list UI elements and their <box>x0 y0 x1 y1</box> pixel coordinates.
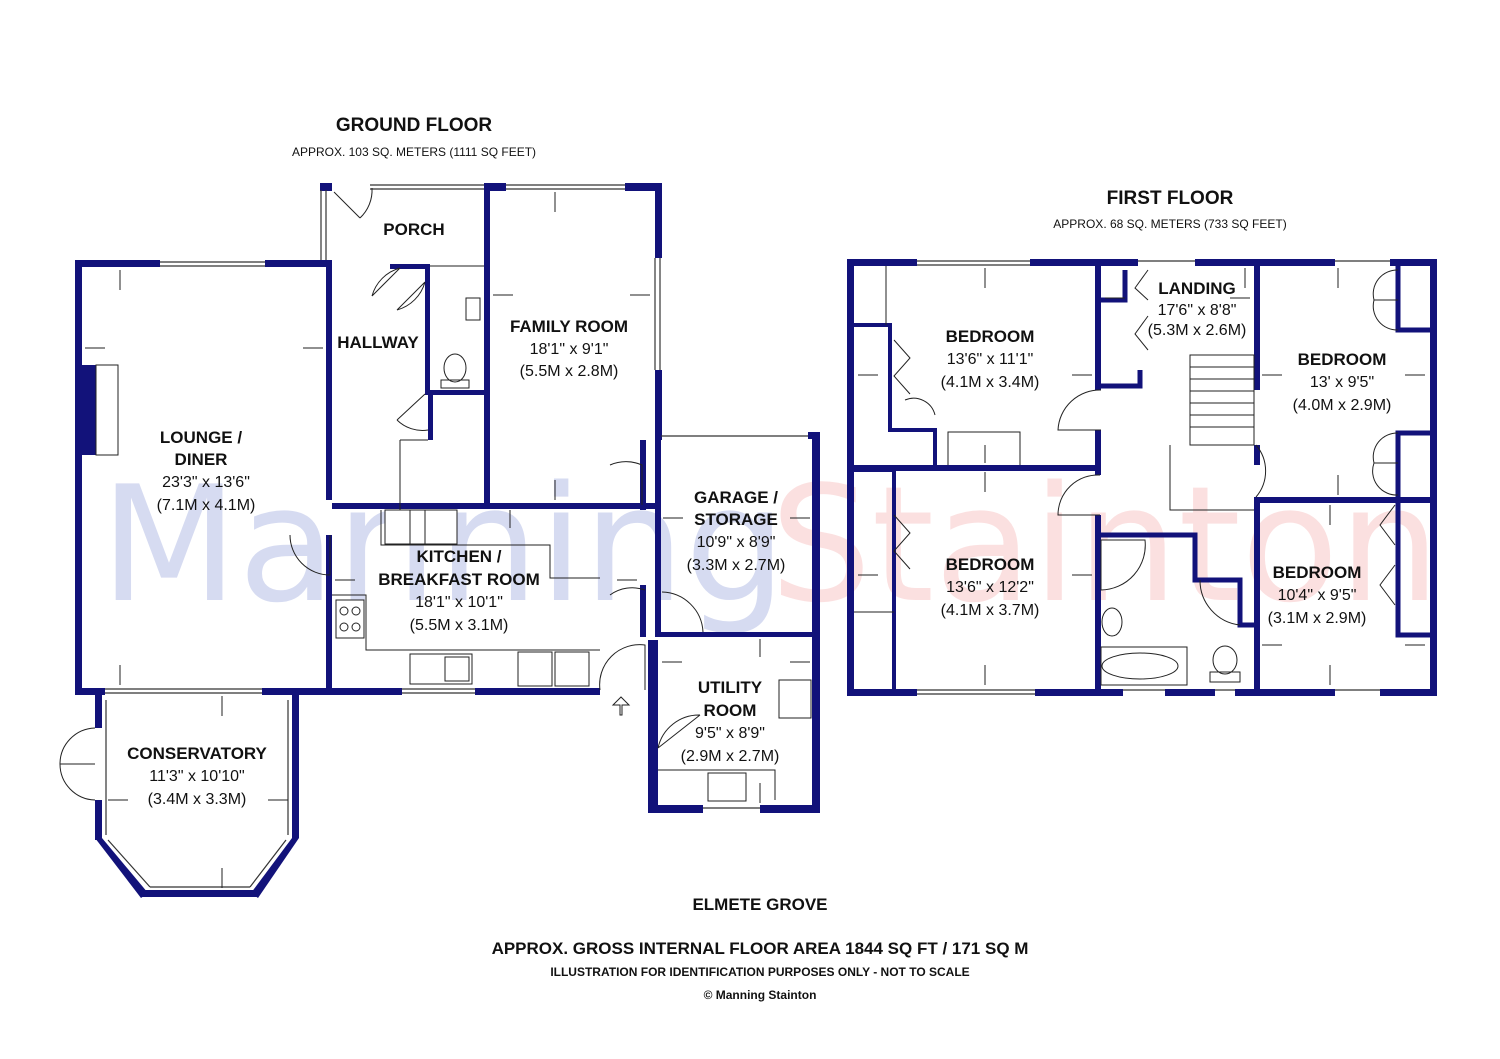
disclaimer: ILLUSTRATION FOR IDENTIFICATION PURPOSES… <box>550 965 969 979</box>
conservatory-dim-imperial: 11'3" x 10'10" <box>149 768 244 785</box>
bedroom3-label: BEDROOM <box>946 555 1035 574</box>
conservatory-walls <box>59 693 299 898</box>
landing-dim-imperial: 17'6" x 8'8" <box>1158 302 1237 319</box>
bedroom4-dim-imperial: 10'4" x 9'5" <box>1278 587 1357 604</box>
family-room-dim-metric: (5.5M x 2.8M) <box>520 363 619 380</box>
first-floor-doors <box>893 269 1399 626</box>
bedroom1-dim-imperial: 13'6" x 11'1" <box>947 351 1034 368</box>
kitchen-dim-metric: (5.5M x 3.1M) <box>410 617 509 634</box>
ground-floor-title: GROUND FLOOR <box>336 115 492 136</box>
garage-label-1: GARAGE / <box>694 488 778 507</box>
utility-label-1: UTILITY <box>698 678 763 697</box>
utility-label-2: ROOM <box>704 701 757 720</box>
bedroom1-label: BEDROOM <box>946 327 1035 346</box>
garage-label-2: STORAGE <box>694 510 778 529</box>
landing-label: LANDING <box>1158 279 1235 298</box>
lounge-dim-imperial: 23'3" x 13'6" <box>162 474 250 491</box>
utility-dim-imperial: 9'5" x 8'9" <box>695 725 765 742</box>
bedroom1-dim-metric: (4.1M x 3.4M) <box>941 374 1040 391</box>
landing-dim-metric: (5.3M x 2.6M) <box>1148 322 1247 339</box>
garage-dim-imperial: 10'9" x 8'9" <box>697 534 776 551</box>
lounge-label-2: DINER <box>175 450 228 469</box>
bedroom2-label: BEDROOM <box>1298 350 1387 369</box>
kitchen-label-1: KITCHEN / <box>417 547 502 566</box>
kitchen-dim-imperial: 18'1" x 10'1" <box>415 594 503 611</box>
conservatory-label: CONSERVATORY <box>127 744 267 763</box>
porch-label: PORCH <box>383 220 444 239</box>
copyright: © Manning Stainton <box>704 988 817 1002</box>
kitchen-label-2: BREAKFAST ROOM <box>378 570 540 589</box>
lounge-label-1: LOUNGE / <box>160 428 242 447</box>
family-room-dim-imperial: 18'1" x 9'1" <box>530 341 609 358</box>
ground-floor-windows <box>82 184 812 809</box>
garage-dim-metric: (3.3M x 2.7M) <box>687 557 786 574</box>
bedroom4-label: BEDROOM <box>1273 563 1362 582</box>
address: ELMETE GROVE <box>692 895 827 914</box>
ground-floor-walls <box>75 183 820 813</box>
bedroom3-dim-imperial: 13'6" x 12'2" <box>946 579 1034 596</box>
bedroom2-dim-imperial: 13' x 9'5" <box>1310 374 1374 391</box>
ground-floor-area: APPROX. 103 SQ. METERS (1111 SQ FEET) <box>292 145 536 159</box>
dimension-arrows <box>85 192 1425 888</box>
family-room-label: FAMILY ROOM <box>510 317 628 336</box>
bedroom4-dim-metric: (3.1M x 2.9M) <box>1268 610 1367 627</box>
conservatory-dim-metric: (3.4M x 3.3M) <box>148 791 247 808</box>
lounge-dim-metric: (7.1M x 4.1M) <box>157 497 256 514</box>
hallway-label: HALLWAY <box>337 333 419 352</box>
first-floor-windows <box>854 260 1390 695</box>
gross-area: APPROX. GROSS INTERNAL FLOOR AREA 1844 S… <box>492 939 1029 958</box>
bedroom2-dim-metric: (4.0M x 2.9M) <box>1293 397 1392 414</box>
utility-dim-metric: (2.9M x 2.7M) <box>681 748 780 765</box>
first-floor-area: APPROX. 68 SQ. METERS (733 SQ FEET) <box>1053 217 1286 231</box>
ground-floor-doors <box>289 187 704 749</box>
entrance-arrow <box>611 696 631 716</box>
first-floor-title: FIRST FLOOR <box>1107 188 1234 209</box>
bedroom3-dim-metric: (4.1M x 3.7M) <box>941 602 1040 619</box>
